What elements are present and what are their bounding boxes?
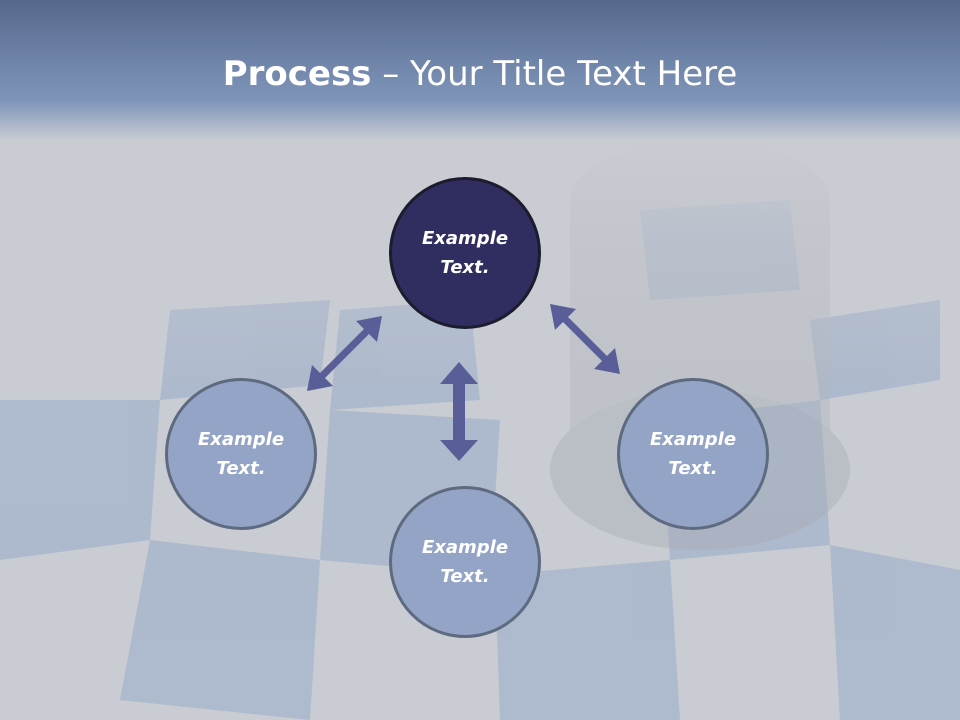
header-band [0,0,960,140]
arrow-top-to-left [307,316,382,391]
arrow-top-to-bottom [440,362,478,461]
arrow-top-to-right [550,304,620,374]
title-rest: – Your Title Text Here [371,54,738,94]
node-label-line2: Text. [440,566,490,587]
node-label-line2: Text. [216,458,266,479]
process-node-top[interactable]: Example Text. [389,177,541,329]
page-title: Process – Your Title Text Here [0,48,960,100]
process-node-right[interactable]: Example Text. [617,378,769,530]
node-label-line1: Example [649,429,737,450]
node-label-line1: Example [421,228,509,249]
node-label-line2: Text. [668,458,718,479]
title-bold: Process [222,54,372,94]
node-label-line2: Text. [440,257,490,278]
process-node-bottom[interactable]: Example Text. [389,486,541,638]
node-label-line1: Example [421,537,509,558]
node-label-line1: Example [197,429,285,450]
process-node-left[interactable]: Example Text. [165,378,317,530]
